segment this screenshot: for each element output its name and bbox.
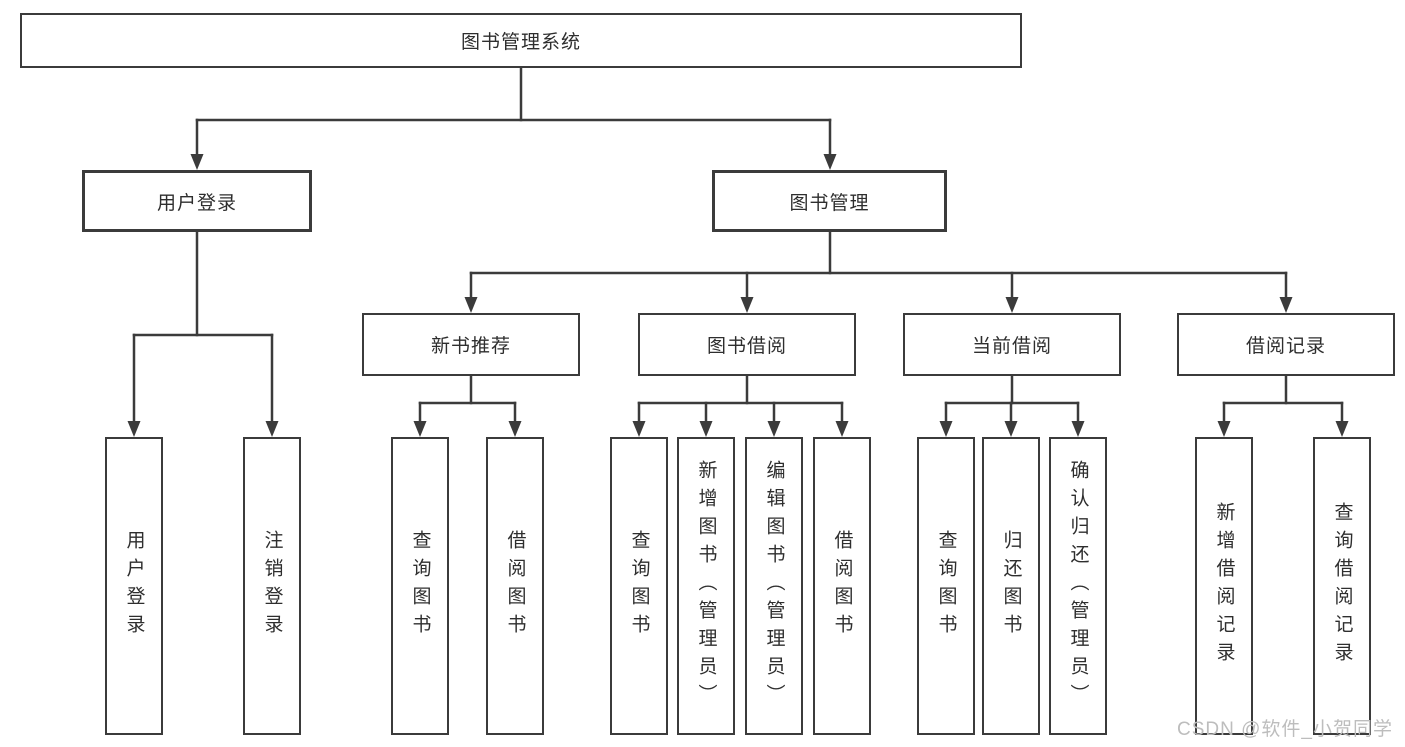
leaf-borrow-books: 借阅图书 — [813, 437, 871, 735]
connector-bookborrow-to-leaves — [632, 374, 849, 437]
leaf-rec-borrow-books-label: 借阅图书 — [504, 530, 526, 642]
connector-root-to-level2 — [190, 66, 837, 170]
connector-bookmgmt-to-level3 — [464, 230, 1293, 313]
leaf-add-borrow-record: 新增借阅记录 — [1195, 437, 1253, 735]
leaf-query-borrow-record: 查询借阅记录 — [1313, 437, 1371, 735]
leaf-borrow-query-books-label: 查询图书 — [628, 530, 650, 642]
node-user-login: 用户登录 — [82, 170, 312, 232]
node-book-management-label: 图书管理 — [789, 192, 870, 214]
connector-newrec-to-leaves — [413, 374, 522, 437]
leaf-borrow-books-label: 借阅图书 — [831, 530, 853, 642]
leaf-return-book-label: 归还图书 — [1000, 530, 1022, 642]
leaf-current-query-books: 查询图书 — [917, 437, 975, 735]
leaf-rec-borrow-books: 借阅图书 — [486, 437, 544, 735]
node-borrow-records: 借阅记录 — [1177, 313, 1395, 376]
connector-userlogin-to-leaves — [127, 230, 279, 437]
node-borrow-records-label: 借阅记录 — [1245, 336, 1326, 357]
leaf-add-book-admin-label: 新增图书（管理员） — [695, 460, 717, 712]
leaf-borrow-query-books: 查询图书 — [610, 437, 668, 735]
leaf-confirm-return-admin-label: 确认归还（管理员） — [1067, 460, 1089, 712]
leaf-user-login: 用户登录 — [105, 437, 163, 735]
connector-records-to-leaves — [1217, 374, 1349, 437]
node-new-book-recommend-label: 新书推荐 — [430, 336, 511, 357]
leaf-query-borrow-record-label: 查询借阅记录 — [1331, 502, 1353, 670]
node-book-borrow: 图书借阅 — [638, 313, 856, 376]
leaf-logout-label: 注销登录 — [261, 530, 283, 642]
node-current-borrow-label: 当前借阅 — [971, 336, 1052, 357]
node-book-borrow-label: 图书借阅 — [706, 336, 787, 357]
leaf-add-borrow-record-label: 新增借阅记录 — [1213, 502, 1235, 670]
node-new-book-recommend: 新书推荐 — [362, 313, 580, 376]
leaf-add-book-admin: 新增图书（管理员） — [677, 437, 735, 735]
node-user-login-label: 用户登录 — [156, 192, 237, 214]
leaf-edit-book-admin: 编辑图书（管理员） — [745, 437, 803, 735]
node-root-system-label: 图书管理系统 — [460, 32, 581, 53]
leaf-return-book: 归还图书 — [982, 437, 1040, 735]
node-root-system: 图书管理系统 — [20, 13, 1022, 68]
leaf-user-login-label: 用户登录 — [123, 530, 145, 642]
node-book-management: 图书管理 — [712, 170, 947, 232]
csdn-watermark: CSDN @软件_小贺同学 — [1177, 719, 1393, 740]
leaf-logout: 注销登录 — [243, 437, 301, 735]
leaf-edit-book-admin-label: 编辑图书（管理员） — [763, 460, 785, 712]
connector-currentborrow-to-leaves — [939, 374, 1085, 437]
leaf-current-query-books-label: 查询图书 — [935, 530, 957, 642]
leaf-confirm-return-admin: 确认归还（管理员） — [1049, 437, 1107, 735]
node-current-borrow: 当前借阅 — [903, 313, 1121, 376]
leaf-rec-query-books-label: 查询图书 — [409, 530, 431, 642]
leaf-rec-query-books: 查询图书 — [391, 437, 449, 735]
